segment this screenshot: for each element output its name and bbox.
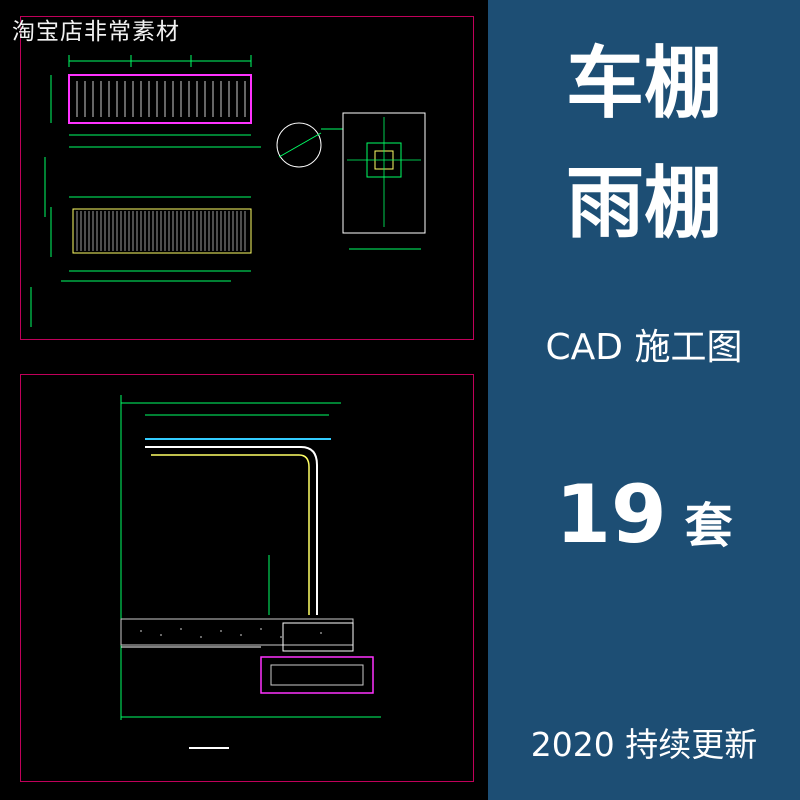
set-count: 19 套 [488,468,800,561]
cad-drawing-section [20,374,474,782]
count-unit: 套 [684,498,733,554]
subtitle: CAD 施工图 [545,327,743,368]
title-line-2: 雨棚 [565,159,722,249]
footer-text: 2020 持续更新 [530,725,758,764]
title-line-1: 车棚 [565,39,722,129]
plan-drawing-graphic [30,55,426,327]
section-drawing-graphic [120,395,381,749]
watermark-text: 淘宝店非常素材 [12,19,180,45]
info-panel: 车棚 雨棚 CAD 施工图 19 套 2020 持续更新 [488,0,800,800]
cad-preview-area [20,16,474,782]
count-number: 19 [555,468,667,561]
cad-drawing-plan [20,16,474,340]
